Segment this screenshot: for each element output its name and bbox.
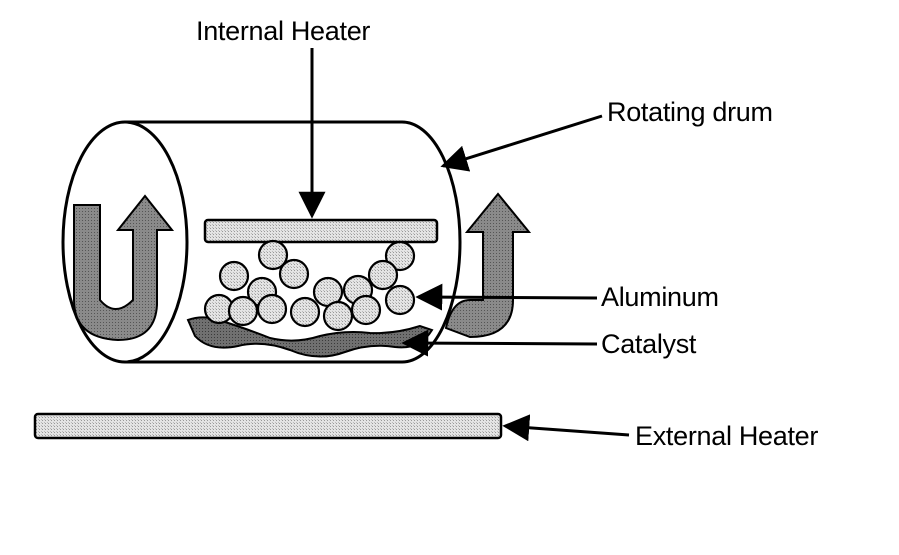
aluminum-sphere <box>229 297 257 325</box>
aluminum-label: Aluminum <box>601 282 719 313</box>
catalyst-leader <box>404 343 597 344</box>
external-heater-bar <box>35 414 501 438</box>
aluminum-sphere <box>280 260 308 288</box>
rotating-drum-leader <box>443 116 602 166</box>
catalyst-label: Catalyst <box>601 329 696 360</box>
aluminum-sphere <box>220 262 248 290</box>
aluminum-sphere <box>291 298 319 326</box>
aluminum-sphere <box>369 261 397 289</box>
external-heater-label: External Heater <box>635 421 818 452</box>
internal-heater-label: Internal Heater <box>196 16 370 47</box>
aluminum-sphere <box>386 286 414 314</box>
external-heater-leader <box>505 426 629 435</box>
rotating-drum-label: Rotating drum <box>607 97 773 128</box>
aluminum-leader <box>418 297 597 298</box>
aluminum-sphere <box>324 302 352 330</box>
aluminum-sphere <box>258 295 286 323</box>
internal-heater-bar <box>205 220 437 242</box>
aluminum-sphere <box>352 296 380 324</box>
